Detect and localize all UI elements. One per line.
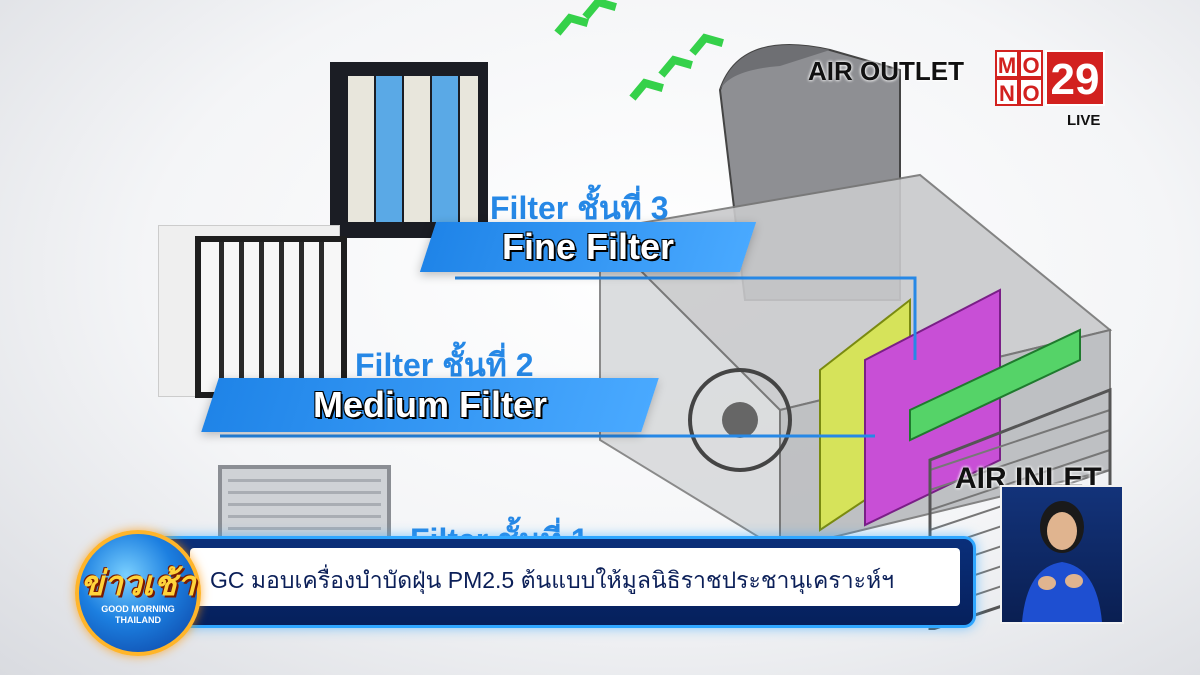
logo-letter-o2: O bbox=[1019, 78, 1043, 106]
fine-filter-label: Fine Filter bbox=[501, 226, 675, 267]
fine-filter-banner: Fine Filter bbox=[419, 222, 757, 272]
filter2-caption: Filter ชั้นที่ 2 bbox=[355, 347, 534, 383]
medium-filter-image bbox=[158, 225, 347, 398]
logo-letter-m: M bbox=[995, 50, 1019, 78]
channel-logo: M O N O 29 LIVE bbox=[995, 50, 1110, 130]
interpreter-figure bbox=[1022, 501, 1102, 622]
logo-number: 29 bbox=[1045, 50, 1105, 106]
show-title: ข่าวเช้า bbox=[80, 565, 196, 603]
show-logo: ข่าวเช้า GOOD MORNING THAILAND bbox=[75, 530, 201, 656]
news-headline: GC มอบเครื่องบำบัดฝุ่น PM2.5 ต้นแบบให้มู… bbox=[210, 567, 895, 593]
show-subtitle: GOOD MORNING THAILAND bbox=[101, 604, 175, 625]
air-outlet-label: AIR OUTLET bbox=[808, 56, 964, 86]
filter3-caption: Filter ชั้นที่ 3 bbox=[490, 190, 669, 226]
logo-letter-o: O bbox=[1019, 50, 1043, 78]
logo-letter-n: N bbox=[995, 78, 1019, 106]
fine-filter-image bbox=[330, 62, 488, 238]
medium-filter-banner: Medium Filter bbox=[201, 378, 659, 432]
live-label: LIVE bbox=[1067, 112, 1101, 129]
medium-filter-label: Medium Filter bbox=[312, 384, 548, 425]
sign-language-interpreter bbox=[1000, 485, 1124, 624]
headline-panel bbox=[190, 548, 960, 606]
airflow-arrows bbox=[554, 0, 724, 101]
